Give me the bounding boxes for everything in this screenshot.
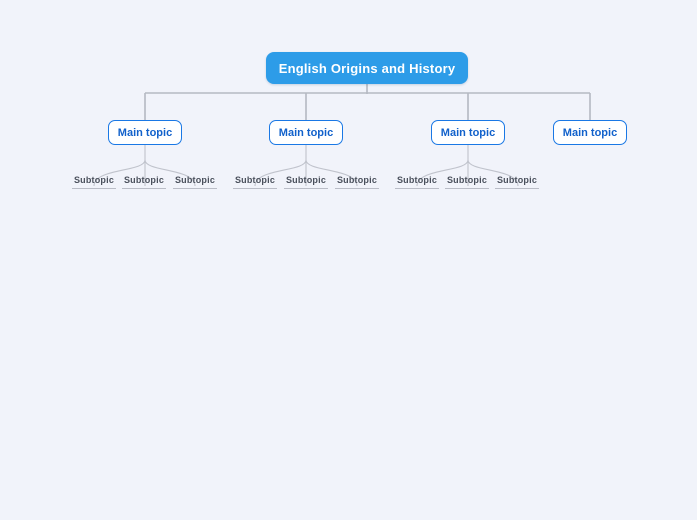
main-topic-node-4[interactable]: Main topic [553, 120, 627, 145]
subtopic-node-1-2[interactable]: Subtopic [122, 171, 166, 189]
subtopic-node-1-3[interactable]: Subtopic [173, 171, 217, 189]
edge-root-to-main-topics [144, 84, 591, 120]
edge-main3-to-subtopics [416, 145, 519, 187]
root-topic-node[interactable]: English Origins and History [266, 52, 468, 84]
main-topic-node-1[interactable]: Main topic [108, 120, 182, 145]
subtopic-node-2-1[interactable]: Subtopic [233, 171, 277, 189]
main-topic-node-2[interactable]: Main topic [269, 120, 343, 145]
subtopic-node-3-2[interactable]: Subtopic [445, 171, 489, 189]
edge-main2-to-subtopics [254, 145, 358, 187]
edge-main1-to-subtopics [93, 145, 196, 187]
subtopic-node-3-1[interactable]: Subtopic [395, 171, 439, 189]
subtopic-node-2-3[interactable]: Subtopic [335, 171, 379, 189]
subtopic-node-2-2[interactable]: Subtopic [284, 171, 328, 189]
main-topic-node-3[interactable]: Main topic [431, 120, 505, 145]
subtopic-node-3-3[interactable]: Subtopic [495, 171, 539, 189]
subtopic-node-1-1[interactable]: Subtopic [72, 171, 116, 189]
